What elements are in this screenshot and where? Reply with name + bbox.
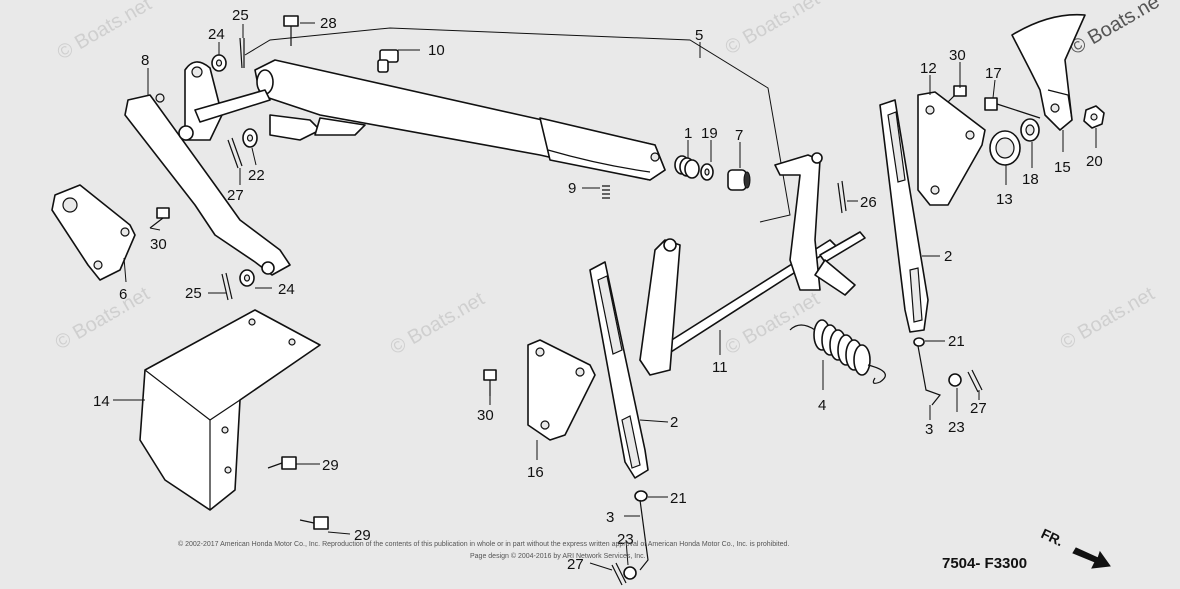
assembly-outline-5 — [244, 27, 791, 223]
front-label: FR. — [1039, 525, 1066, 549]
part-21-nut-upper — [913, 337, 925, 347]
callout-14: 14 — [93, 393, 110, 410]
callout-28: 28 — [320, 15, 337, 32]
part-15-bracket — [1011, 13, 1086, 131]
part-26-pin — [837, 180, 847, 214]
part-5-main-lever — [194, 59, 666, 181]
part-30-bolt-c — [945, 85, 967, 105]
part-25-pin-lower — [221, 272, 233, 301]
part-30-bolt-b — [483, 369, 497, 396]
callout-23-lower: 23 — [617, 531, 634, 548]
part-9-spring — [602, 185, 610, 199]
watermark-3: © Boats.net — [52, 283, 154, 355]
callout-20: 20 — [1086, 153, 1103, 170]
callout-10: 10 — [428, 42, 445, 59]
part-16-plate — [527, 339, 596, 441]
leader-lines — [113, 22, 1097, 571]
corner-brand: © Boats.ne — [1067, 0, 1164, 59]
callout-5: 5 — [695, 27, 703, 44]
callout-30-mid: 30 — [477, 407, 494, 424]
part-14-cover — [139, 309, 321, 511]
callout-25-top: 25 — [232, 7, 249, 24]
callout-13: 13 — [996, 191, 1013, 208]
callout-9: 9 — [568, 180, 576, 197]
callout-3-upper: 3 — [925, 421, 933, 438]
part-4-spring — [789, 319, 886, 384]
upper-bracket — [178, 61, 223, 141]
part-18-washer — [1020, 118, 1040, 142]
part-11-shaft — [639, 152, 866, 376]
watermark-6: © Boats.net — [1057, 283, 1159, 355]
callout-12: 12 — [920, 60, 937, 77]
diagram-code: 7504- F3300 — [942, 555, 1027, 572]
callout-6: 6 — [119, 286, 127, 303]
copyright-line-1: © 2002-2017 American Honda Motor Co., In… — [178, 540, 789, 548]
callout-4: 4 — [818, 397, 826, 414]
part-27-pin-lower — [611, 562, 627, 586]
callout-18: 18 — [1022, 171, 1039, 188]
part-3-rod-lower — [639, 499, 649, 571]
callout-17: 17 — [985, 65, 1002, 82]
callout-3-lower: 3 — [606, 509, 614, 526]
callout-16: 16 — [527, 464, 544, 481]
part-20-nut — [1083, 105, 1105, 129]
part-23-washer-lower — [623, 566, 637, 580]
part-23-washer-upper — [948, 373, 962, 387]
callout-24-lower: 24 — [278, 281, 295, 298]
part-8-lever-arm — [124, 93, 291, 276]
callout-23-upper: 23 — [948, 419, 965, 436]
callout-11: 11 — [712, 359, 728, 376]
callout-27-right: 27 — [970, 400, 987, 417]
watermark-2: © Boats.net — [722, 0, 824, 59]
part-27-pin-right — [967, 369, 983, 393]
callout-26: 26 — [860, 194, 877, 211]
part-2-rod-right — [879, 99, 929, 333]
part-6-plate — [51, 184, 136, 281]
callout-30-left: 30 — [150, 236, 167, 253]
watermark-4: © Boats.net — [387, 288, 489, 360]
part-17-bolt — [984, 97, 1041, 119]
part-12-plate — [917, 91, 986, 206]
callout-21-upper: 21 — [948, 333, 965, 350]
part-25-pin-top — [239, 37, 245, 69]
callout-15: 15 — [1054, 159, 1071, 176]
part-10-bolt — [377, 49, 399, 73]
callout-25-lower: 25 — [185, 285, 202, 302]
callout-29-b: 29 — [354, 527, 371, 544]
front-arrow-icon: FR. — [1039, 525, 1111, 569]
parts-1-19-7 — [674, 155, 751, 191]
part-3-rod-upper — [917, 345, 941, 406]
callout-30-right: 30 — [949, 47, 966, 64]
part-28-bolt — [283, 15, 299, 46]
callout-numbers: 5 1 19 7 9 10 28 25 24 8 27 22 30 6 25 2… — [93, 7, 1103, 573]
callout-21-lower: 21 — [670, 490, 687, 507]
part-2-rod-left — [589, 261, 649, 479]
copyright-notice: © 2002-2017 American Honda Motor Co., In… — [178, 540, 789, 560]
callout-27-left: 27 — [227, 187, 244, 204]
part-30-bolt-a — [149, 207, 170, 229]
callout-8: 8 — [141, 52, 149, 69]
part-27-pin-left — [227, 137, 243, 169]
part-29-bolt-b — [299, 516, 329, 530]
part-29-bolt-a — [267, 456, 297, 470]
callout-29-a: 29 — [322, 457, 339, 474]
callout-27-lower: 27 — [567, 556, 584, 573]
callout-2-left: 2 — [670, 414, 678, 431]
callout-2-right: 2 — [944, 248, 952, 265]
callout-1: 1 — [684, 125, 692, 142]
part-13-bushing — [989, 130, 1021, 166]
callout-19: 19 — [701, 125, 718, 142]
copyright-line-2: Page design © 2004-2016 by ARI Network S… — [470, 552, 646, 560]
callout-22: 22 — [248, 167, 265, 184]
callout-24-top: 24 — [208, 26, 225, 43]
part-21-nut-lower — [634, 490, 648, 502]
callout-7: 7 — [735, 127, 743, 144]
